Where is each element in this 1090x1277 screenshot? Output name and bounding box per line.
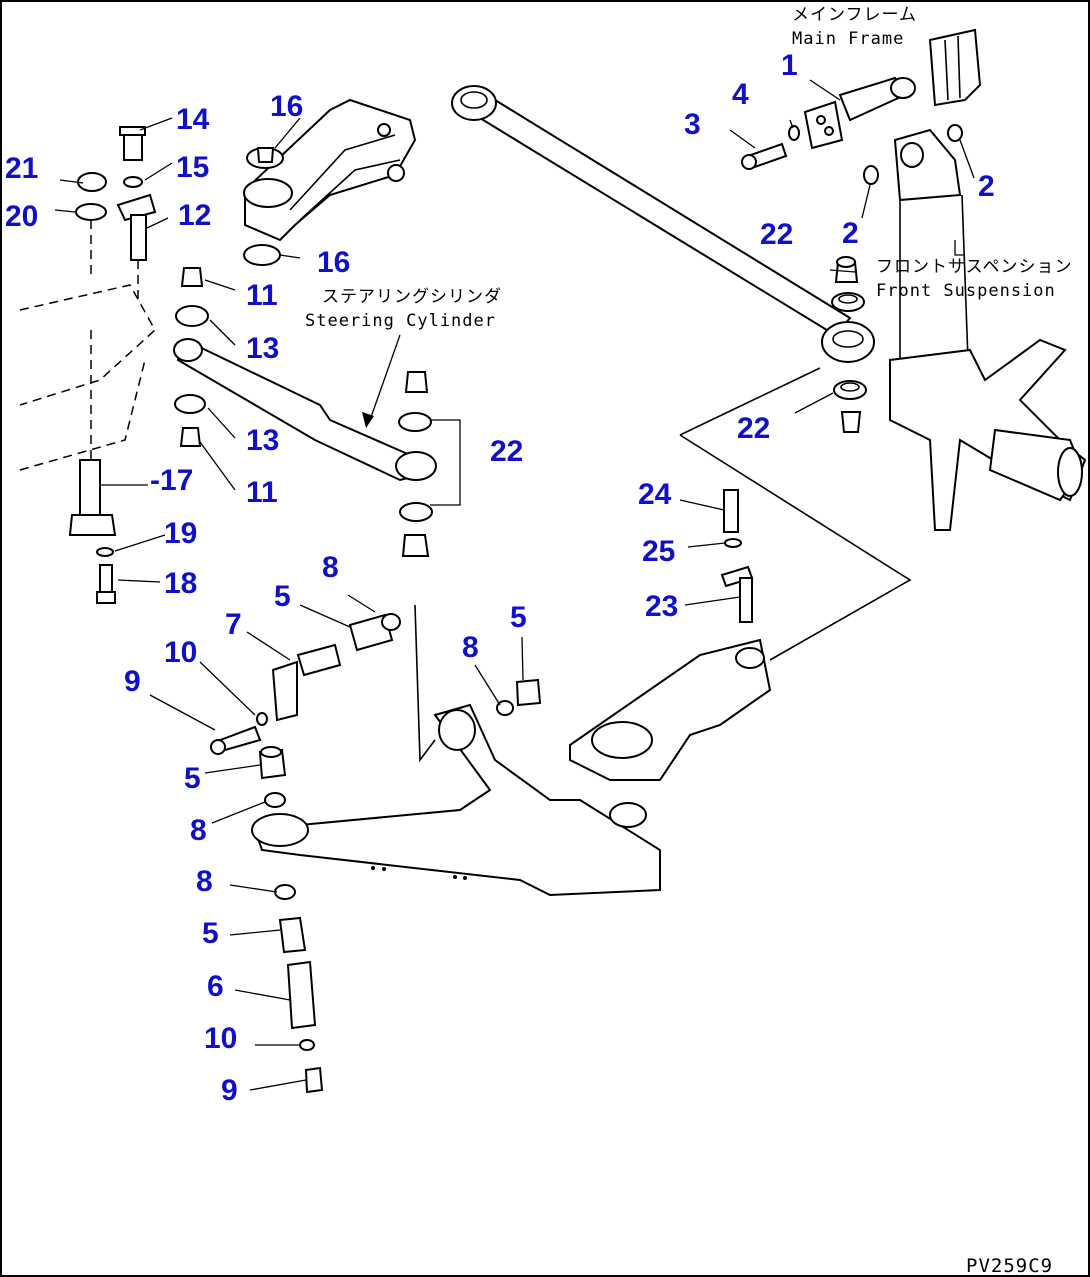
callout-22: 22 (490, 435, 523, 468)
callout-25: 25 (642, 535, 675, 568)
callout-21: 21 (5, 152, 38, 185)
callout-10: 10 (164, 636, 197, 669)
callout-11: 11 (246, 476, 278, 509)
arrow-head (362, 412, 374, 428)
steering-cylinder (173, 267, 437, 557)
left-pin-assembly (19, 126, 157, 604)
callout-8: 8 (196, 865, 213, 898)
callout-9: 9 (124, 665, 141, 698)
callout-4: 4 (732, 78, 749, 111)
callout-13: 13 (246, 424, 279, 457)
callout-1: 1 (781, 49, 798, 82)
upper-link-eye (451, 85, 497, 121)
suspension-bushings (831, 256, 867, 433)
callout-8: 8 (190, 814, 207, 847)
main-frame-caption-en: Main Frame (792, 29, 904, 49)
callout-14: 14 (176, 103, 210, 136)
callout-3: 3 (684, 108, 701, 141)
callout-24: 24 (638, 478, 672, 511)
front-suspension-caption-en: Front Suspension (876, 281, 1056, 301)
callout-labels: 1 2 2 3 4 5 5 5 5 6 7 8 8 8 8 9 9 10 10 … (5, 49, 995, 1107)
callout-6: 6 (207, 970, 224, 1003)
front-suspension (889, 128, 1087, 531)
suspension-link-eye (821, 321, 875, 363)
callout-15: 15 (176, 151, 209, 184)
callout-22: 22 (737, 412, 770, 445)
drawing-code: PV259C9 (966, 1255, 1053, 1277)
callout-7: 7 (225, 608, 242, 641)
callout-9: 9 (221, 1074, 238, 1107)
leader-lines (54, 79, 975, 1091)
callout-13: 13 (246, 332, 279, 365)
steering-cylinder-caption-en: Steering Cylinder (305, 311, 496, 331)
callout-8: 8 (462, 631, 479, 664)
callout-5: 5 (274, 580, 291, 613)
lower-axle-assembly (251, 489, 772, 897)
callout-18: 18 (164, 567, 197, 600)
lower-small-parts (210, 613, 542, 1094)
callout-23: 23 (645, 590, 678, 623)
callout-10: 10 (204, 1022, 237, 1055)
front-suspension-caption-jp: フロントサスペンション (876, 257, 1072, 277)
callout-2: 2 (978, 170, 995, 203)
callout-5: 5 (202, 917, 219, 950)
callout-20: 20 (5, 200, 38, 233)
callout-5: 5 (510, 601, 527, 634)
steering-cylinder-caption-jp: ステアリングシリンダ (322, 287, 502, 307)
main-frame-caption-jp: メインフレーム (792, 5, 917, 25)
callout-22: 22 (760, 218, 793, 251)
callout-2: 2 (842, 217, 859, 250)
callout-11: 11 (246, 279, 278, 312)
steering-bracket-upper (243, 98, 417, 266)
callout-17: -17 (150, 464, 193, 497)
callout-16: 16 (270, 90, 303, 123)
callout-19: 19 (164, 517, 197, 550)
callout-8: 8 (322, 551, 339, 584)
callout-5: 5 (184, 762, 201, 795)
callout-12: 12 (178, 199, 211, 232)
main-frame (741, 28, 982, 185)
callout-16: 16 (317, 246, 350, 279)
